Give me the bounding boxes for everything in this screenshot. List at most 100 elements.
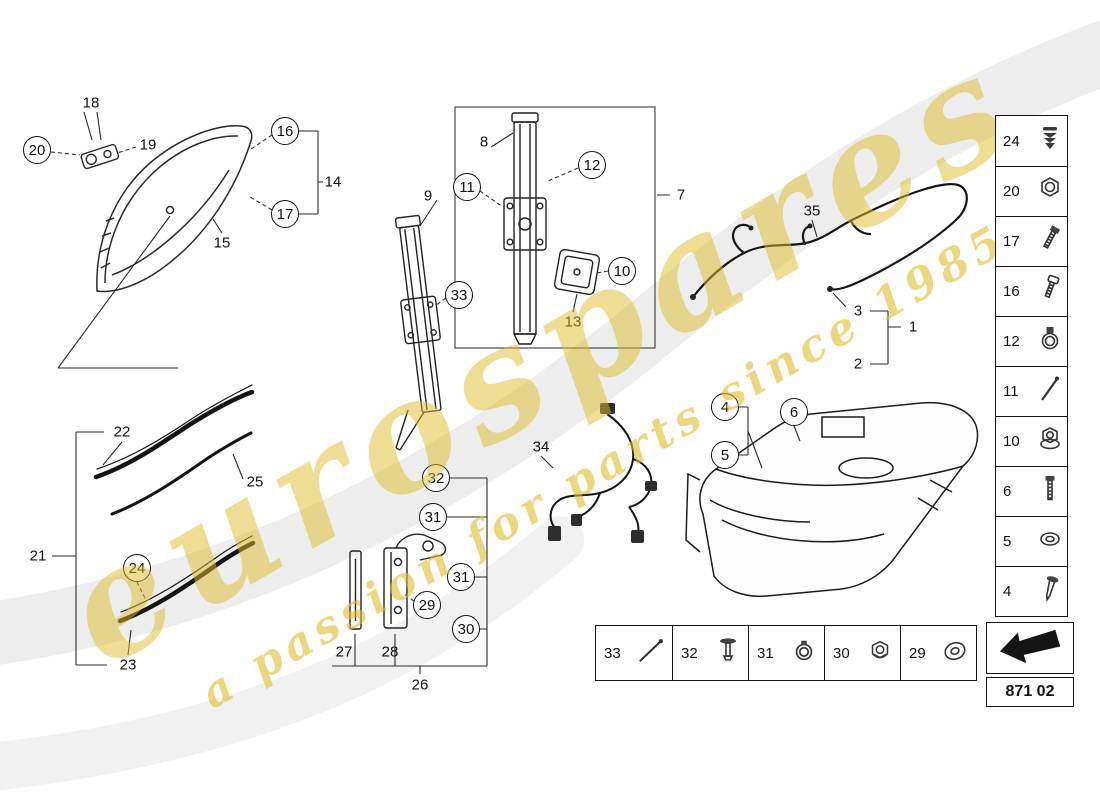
leader-lines [52,111,901,674]
callout-4[interactable]: 4 [711,393,739,421]
legend-item-6[interactable]: 6 [996,466,1067,516]
long-pin-icon [637,637,665,670]
harness-connectors [548,403,657,543]
legend-item-16[interactable]: 16 [996,266,1067,316]
callout-10[interactable]: 10 [608,257,636,285]
legend-item-4[interactable]: 4 [996,566,1067,616]
callout-2[interactable]: 2 [853,355,863,373]
legend-item-12[interactable]: 12 [996,316,1067,366]
legend-item-10[interactable]: 10 [996,416,1067,466]
legend-number: 20 [1003,183,1020,200]
legend-number: 10 [1003,433,1020,450]
legend-number: 5 [1003,533,1012,550]
callout-25[interactable]: 25 [246,473,264,491]
legend-number: 24 [1003,132,1020,150]
callout-28[interactable]: 28 [381,643,399,661]
legend-item-5[interactable]: 5 [996,516,1067,566]
legend-item-11[interactable]: 11 [996,366,1067,416]
window-motor-part [80,143,120,170]
legend-number: 16 [1003,283,1020,300]
callout-12[interactable]: 12 [578,151,606,179]
long-bolt-icon [1038,474,1062,509]
washer-icon [941,637,969,670]
callout-13[interactable]: 13 [564,313,582,331]
callout-6[interactable]: 6 [780,398,808,426]
callout-32[interactable]: 32 [422,464,450,492]
callout-34[interactable]: 34 [532,438,550,456]
legend-item-17[interactable]: 17 [996,216,1067,266]
legend-number: 29 [909,644,926,662]
part-code: 871 02 [1005,683,1055,700]
callout-24[interactable]: 24 [123,554,151,582]
callout-27[interactable]: 27 [335,643,353,661]
pan-screw-icon [1038,574,1062,609]
callout-16[interactable]: 16 [271,117,299,145]
background-swoosh [0,20,1100,791]
callout-14[interactable]: 14 [324,173,342,191]
callout-31-a[interactable]: 31 [419,503,447,531]
callout-31-b[interactable]: 31 [447,563,475,591]
legend-item-20[interactable]: 20 [996,166,1067,216]
flange-nut-icon [1038,424,1062,459]
legend-item-31[interactable]: 31 [748,626,824,680]
back-arrow-box[interactable] [986,622,1074,674]
legend-number: 32 [681,644,698,662]
callout-22[interactable]: 22 [113,423,131,441]
legend-number: 12 [1003,333,1020,350]
callout-21[interactable]: 21 [29,547,47,565]
callout-15[interactable]: 15 [213,234,231,252]
callout-23[interactable]: 23 [119,656,137,674]
legend-number: 17 [1003,233,1020,250]
callout-5[interactable]: 5 [711,441,739,469]
legend-number: 33 [604,644,621,662]
push-rivet-icon [715,636,741,671]
callout-20[interactable]: 20 [23,136,51,164]
callout-3[interactable]: 3 [853,302,863,320]
legend-number: 6 [1003,483,1012,500]
callout-7[interactable]: 7 [676,186,686,204]
legend-number: 4 [1003,583,1012,600]
callout-1[interactable]: 1 [908,318,918,336]
callout-8[interactable]: 8 [479,133,489,151]
part-code-box: 871 02 [986,677,1074,707]
back-arrow-icon [996,624,1064,673]
bracket-parts [349,533,447,630]
hex-bolt-icon [1038,224,1062,259]
cylinder-screw-icon [1038,274,1062,309]
window-frame-part [96,125,253,293]
legend-number: 31 [757,644,774,662]
legend-item-30[interactable]: 30 [824,626,900,680]
callout-17[interactable]: 17 [271,200,299,228]
legend-item-24[interactable]: 24 [996,116,1067,166]
mount-plate-part [553,248,601,296]
grommet-icon [1038,524,1062,559]
legend-number: 11 [1003,383,1019,400]
callout-11[interactable]: 11 [453,173,481,201]
legend-item-33[interactable]: 33 [596,626,672,680]
pin-icon [1038,374,1062,409]
legend-item-32[interactable]: 32 [672,626,748,680]
callout-26[interactable]: 26 [411,676,429,694]
collar-nut-icon [867,637,893,670]
callout-33[interactable]: 33 [445,281,473,309]
right-rail-part [503,112,547,345]
callout-9[interactable]: 9 [423,187,433,205]
callout-35[interactable]: 35 [803,202,821,220]
legend-number: 30 [833,644,850,662]
callout-18[interactable]: 18 [82,94,100,112]
seal-strips [93,384,256,624]
left-rail-part [394,214,442,451]
hex-nut-icon [1038,174,1062,209]
expanding-rivet-icon [1038,124,1062,159]
legend-item-29[interactable]: 29 [900,626,976,680]
dashed-leader-lines [50,134,609,602]
parts-legend-bottom: 33 32 31 [595,625,977,681]
callout-19[interactable]: 19 [139,136,157,154]
clamp-ring-icon [791,637,817,670]
callout-30[interactable]: 30 [452,615,480,643]
callout-29[interactable]: 29 [413,591,441,619]
parts-legend-sidebar: 24 20 17 [995,115,1068,617]
regulator-box-outline [454,106,656,349]
